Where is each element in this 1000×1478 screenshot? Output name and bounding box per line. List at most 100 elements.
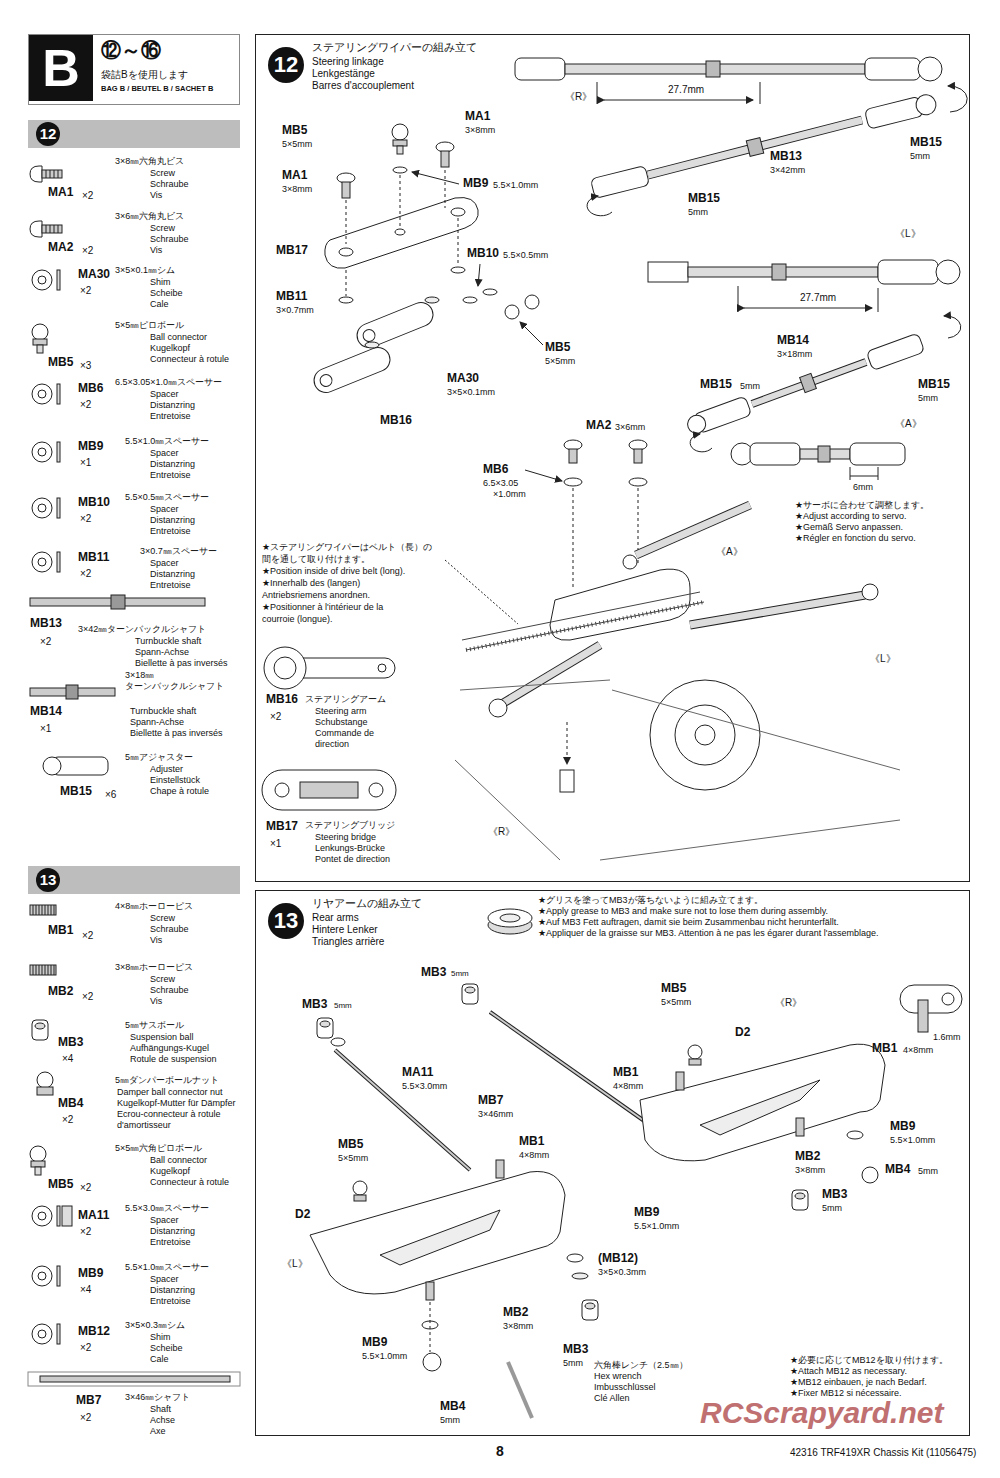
part-code: D2 <box>735 1026 750 1040</box>
drawing-circle <box>685 413 708 436</box>
drawing-ellipse <box>564 478 582 486</box>
drawing-ellipse <box>629 478 647 486</box>
step-title: Lenkgestänge <box>312 68 375 80</box>
drawing-rect <box>397 146 403 154</box>
quantity: ×4 <box>62 1053 73 1065</box>
drawing-line <box>490 1012 650 1125</box>
note-text: ★Innerhalb des (langen) <box>262 578 360 588</box>
drawing-circle <box>392 124 408 140</box>
drawing-path <box>948 86 967 112</box>
drawing-rect <box>28 1372 240 1386</box>
note-text: ★MB12 einbauen, je nach Bedarf. <box>790 1377 927 1387</box>
part-code: MA2 <box>586 419 611 433</box>
drawing-g <box>310 344 393 396</box>
view-mark: 《L》 <box>870 653 896 665</box>
part-code: MB5 <box>661 982 686 996</box>
part-name: Schubstange <box>315 717 368 727</box>
part-name: Commande de <box>315 728 374 738</box>
drawing-ellipse <box>572 1273 588 1279</box>
drawing-circle <box>650 680 760 790</box>
quantity: ×3 <box>80 360 91 372</box>
part-code: MB3 <box>302 998 327 1012</box>
drawing-use <box>43 757 108 775</box>
drawing-use <box>32 1206 60 1226</box>
drawing-rect <box>634 449 642 463</box>
drawing-use <box>32 1324 60 1344</box>
part-spec: 4×8㎜ホーローピス <box>115 901 193 911</box>
part-code: MB7 <box>76 1394 101 1408</box>
drawing-use <box>30 166 62 182</box>
part-spec: 5×5㎜ピロボール <box>115 320 184 330</box>
part-name: Schraube <box>150 985 189 995</box>
part-name: Schraube <box>150 234 189 244</box>
drawing-use <box>32 1020 48 1040</box>
part-code: MB9 <box>634 1206 659 1220</box>
part-name: Distanzring <box>150 400 195 410</box>
drawing-g <box>353 299 436 351</box>
part-code: MB10 <box>78 496 110 510</box>
part-code: MB4 <box>885 1163 910 1177</box>
drawing-path <box>587 196 612 216</box>
drawing-rect <box>560 770 574 792</box>
part-name: Entretoise <box>150 470 191 480</box>
view-mark: 《R》 <box>565 91 592 103</box>
part-name: Axe <box>150 1426 166 1436</box>
drawing-use <box>32 270 60 290</box>
part-spec: 5.5×1.0㎜スペーサー <box>125 1262 209 1272</box>
drawing-g <box>685 396 752 437</box>
drawing-circle <box>361 328 377 344</box>
drawing-rect <box>818 446 830 462</box>
note-text: Antriebsriemens anordnen. <box>262 590 370 600</box>
part-name: Aufhängungs-Kugel <box>130 1043 209 1053</box>
part-name: Vis <box>150 245 162 255</box>
part-code: MB14 <box>777 334 809 348</box>
step-title: リヤアームの組み立て <box>312 897 422 910</box>
part-code: MB13 <box>30 617 62 631</box>
part-spec: 5㎜ダンパーボールナット <box>115 1075 219 1085</box>
note-text: ★Position inside of drive belt (long). <box>262 566 405 576</box>
drawing-path <box>310 1171 565 1293</box>
drawing-path <box>944 316 961 338</box>
drawing-rect <box>62 1206 72 1226</box>
quantity: ×2 <box>80 285 91 297</box>
drawing-path <box>430 1302 431 1352</box>
part-code: MB11 <box>276 290 307 304</box>
part-code: MA11 <box>78 1209 109 1223</box>
part-code: MB15 <box>700 378 732 392</box>
dimension: 27.7mm <box>800 292 836 304</box>
drawing-rect <box>310 344 393 396</box>
drawing-path <box>412 172 459 184</box>
step-number: 12 <box>36 122 60 146</box>
dimension: 3×8mm <box>282 184 312 194</box>
drawing-rect <box>441 151 449 167</box>
part-spec: 3×5×0.1㎜シム <box>115 265 175 275</box>
part-name: direction <box>315 739 349 749</box>
quantity: ×2 <box>82 190 93 202</box>
note-text: ★Apply grease to MB3 and make sure not t… <box>538 906 828 916</box>
drawing-ellipse <box>463 297 477 303</box>
drawing-line <box>335 1050 470 1170</box>
part-code: MB7 <box>478 1094 503 1108</box>
part-code: MB16 <box>266 693 298 707</box>
drawing-rect <box>865 58 920 80</box>
dimension: 5×5mm <box>661 997 691 1007</box>
part-spec: 3×6㎜六角丸ビス <box>115 211 184 221</box>
drawing-path <box>455 680 900 860</box>
quantity: ×2 <box>62 1114 73 1126</box>
drawing-ellipse <box>339 297 353 303</box>
drawing-rect <box>496 1160 504 1178</box>
drawing-rect <box>648 262 688 282</box>
part-code: MB13 <box>770 150 802 164</box>
note-text: ★Gemäß Servo anpassen. <box>795 522 903 532</box>
drawing-path <box>738 286 878 312</box>
part-name: Screw <box>150 223 175 233</box>
part-name: Ball connector <box>150 332 207 342</box>
part-code: MB1 <box>48 924 73 938</box>
part-name: Ecrou-connecteur à rotule <box>117 1109 221 1119</box>
view-mark: 《A》 <box>895 418 922 430</box>
part-spec: 3×8㎜ホーローピス <box>115 962 193 972</box>
dimension: 5mm <box>822 1203 842 1213</box>
dimension: 4×8mm <box>903 1045 933 1055</box>
step-panel: 12ステアリングワイパーの組み立てSteering linkageLenkges… <box>255 34 970 882</box>
part-name: Vis <box>150 190 162 200</box>
